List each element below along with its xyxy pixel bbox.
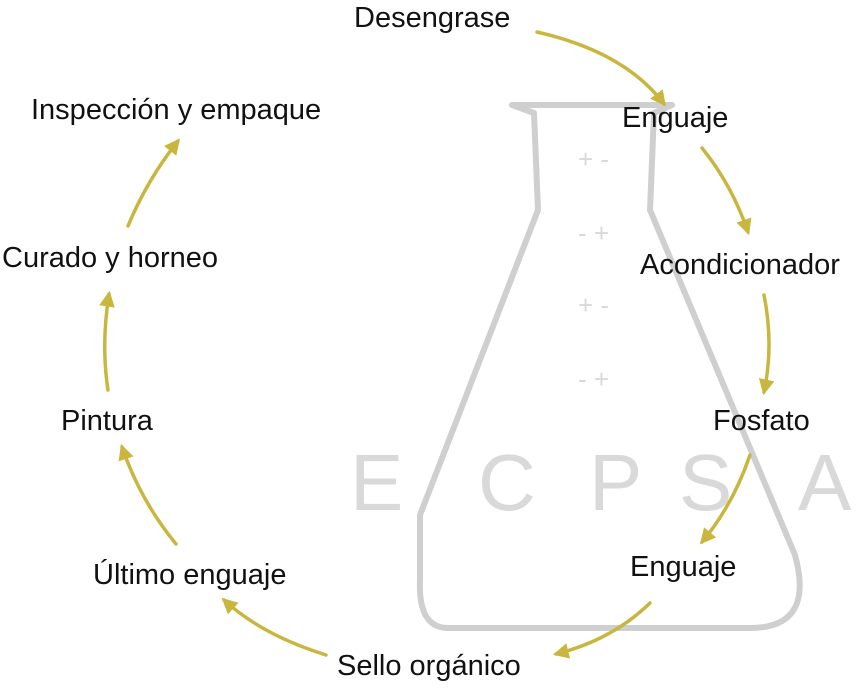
arrow-pintura-to-curado: [99, 290, 115, 392]
cycle-arrows: [99, 30, 775, 659]
step-fosfato: Fosfato: [713, 405, 810, 437]
step-pintura: Pintura: [61, 405, 153, 437]
arrow-fosfato-to-enguaje: [699, 453, 752, 545]
arrow-sello-to-ultimo: [221, 597, 328, 657]
charge-sign-3: + -: [578, 290, 609, 320]
watermark-letter-a: A: [798, 438, 852, 527]
step-enguaje: Enguaje: [622, 102, 729, 134]
charge-sign-2: - +: [578, 218, 609, 248]
step-desengrase: Desengrase: [354, 2, 511, 34]
arrow-enguaje-to-acondicionador: [700, 146, 752, 235]
watermark-letter-p: P: [589, 438, 642, 527]
step-inspeccion-y-empaque: Inspección y empaque: [31, 94, 322, 126]
step-acondicionador: Acondicionador: [640, 249, 840, 281]
flask-icon: [416, 102, 803, 631]
step-ultimo-enguaje: Último enguaje: [93, 559, 287, 591]
watermark-letter-c: C: [478, 438, 536, 527]
arrow-enguaje-to-sello: [552, 601, 652, 659]
step-curado-y-horneo: Curado y horneo: [2, 242, 219, 274]
charge-sign-1: + -: [578, 144, 609, 174]
step-sello-organico: Sello orgánico: [337, 650, 521, 682]
arrow-ultimo-to-pintura: [118, 444, 178, 546]
charge-signs: + - - + + - - +: [578, 144, 609, 394]
arrow-desengrase-to-enguaje: [535, 30, 666, 107]
watermark-letter-e: E: [350, 438, 403, 527]
arrow-curado-to-inspeccion: [126, 138, 180, 228]
step-enguaje-2: Enguaje: [630, 551, 737, 583]
charge-sign-4: - +: [578, 364, 609, 394]
brand-watermark: E C P S A: [350, 438, 852, 527]
arrow-acondicionador-to-fosfato: [758, 293, 775, 396]
